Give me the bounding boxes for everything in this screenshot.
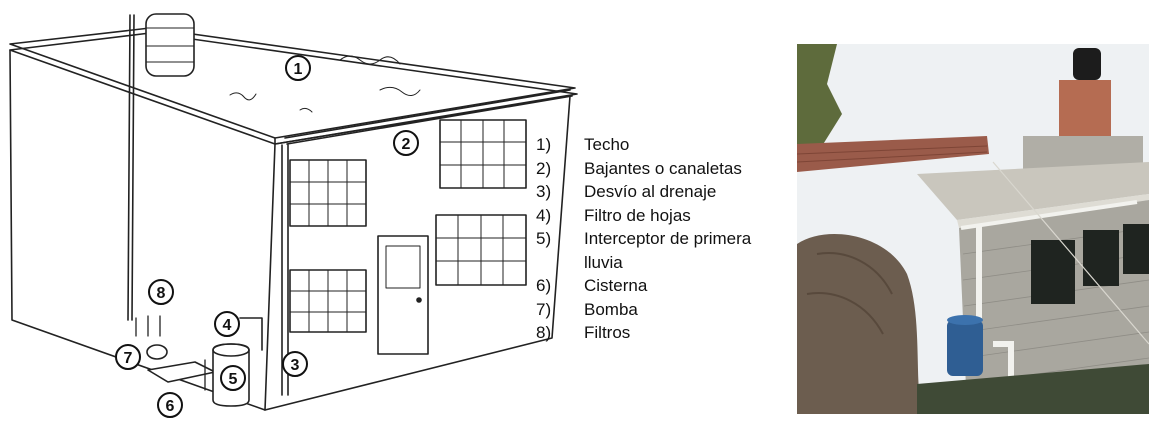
legend-number: 8) — [536, 323, 552, 342]
legend-text: Techo — [584, 135, 630, 154]
callout-6 — [157, 392, 183, 418]
legend-number: 1) — [536, 135, 552, 154]
callout-4 — [214, 311, 240, 337]
callout-label-6: 6 — [166, 398, 175, 415]
house-illustration: 1 2 3 4 5 6 7 8 — [9, 13, 578, 418]
legend-number: 3) — [536, 182, 552, 201]
legend-item: 3) Desvío al drenaje — [536, 180, 794, 204]
callout-1 — [285, 55, 311, 81]
legend-item: 6) Cisterna — [536, 274, 794, 298]
legend-number: 4) — [536, 205, 552, 225]
callout-label-8: 8 — [157, 285, 166, 302]
legend-item: 2) Bajantes o canaletas — [536, 157, 794, 181]
legend-item: 8) Filtros — [536, 321, 794, 345]
callout-label-3: 3 — [291, 357, 300, 374]
callout-label-1: 1 — [294, 61, 303, 78]
legend-text: Bajantes o canaletas — [584, 158, 742, 178]
legend-item: 4) Filtro de hojas — [536, 204, 794, 228]
legend-text: Interceptor de primera lluvia — [584, 229, 752, 272]
legend-item: 7) Bomba — [536, 298, 794, 322]
callout-5 — [220, 365, 246, 391]
legend-item: 1) Techo — [536, 133, 794, 157]
legend-text: Bomba — [584, 299, 638, 319]
legend-text: Desvío al drenaje — [584, 182, 717, 201]
house-photo — [797, 44, 1149, 414]
legend: 1) Techo 2) Bajantes o canaletas 3) Desv… — [536, 133, 794, 345]
legend-number: 2) — [536, 158, 552, 178]
legend-number: 5) — [536, 229, 552, 248]
legend-number: 7) — [536, 299, 552, 319]
callout-label-5: 5 — [229, 371, 238, 388]
callout-7 — [115, 344, 141, 370]
callout-label-2: 2 — [402, 136, 411, 153]
legend-item: 5) Interceptor de primera lluvia — [536, 227, 794, 274]
callout-label-7: 7 — [124, 350, 133, 367]
callout-8 — [148, 279, 174, 305]
callout-label-4: 4 — [223, 317, 232, 334]
legend-number: 6) — [536, 276, 552, 295]
legend-text: Cisterna — [584, 276, 648, 295]
legend-text: Filtros — [584, 323, 631, 342]
callout-3 — [282, 351, 308, 377]
callout-2 — [393, 130, 419, 156]
legend-text: Filtro de hojas — [584, 205, 691, 225]
